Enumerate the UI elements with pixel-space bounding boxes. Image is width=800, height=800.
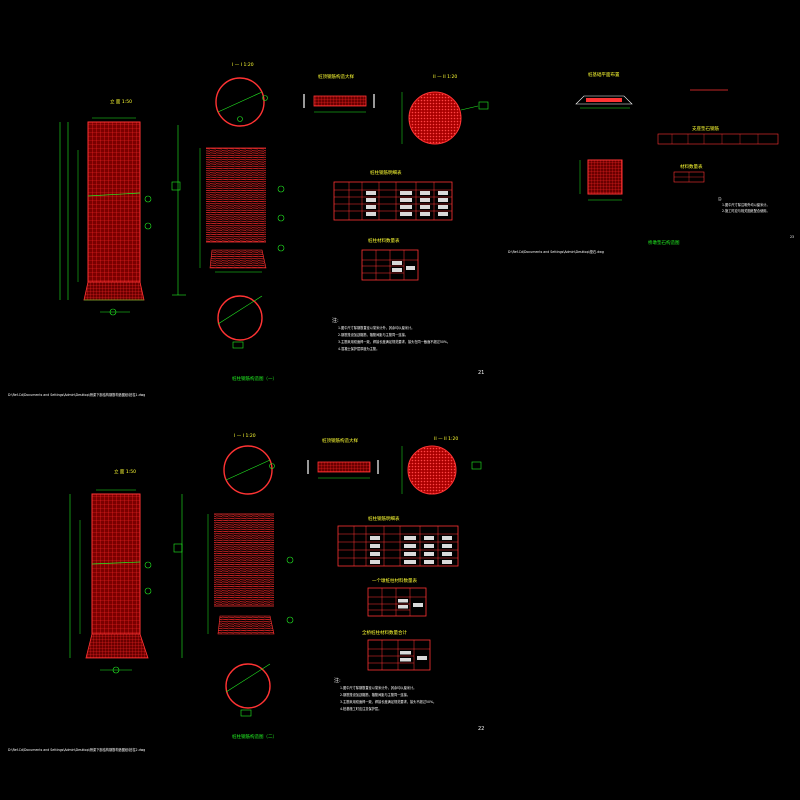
top-spiral-plan (217, 295, 263, 341)
bottom-pile-foot (85, 633, 149, 659)
bottom-note-4: 4.桩基施工时应注意保护层。 (340, 706, 381, 711)
top-section1-circle (215, 77, 265, 127)
bottom-notes: 注: 1.图中尺寸除钢筋直径以毫米计外，其余均以厘米计。 2.钢筋笼设加劲箍筋，… (334, 677, 436, 711)
bottom-sheet-title: 桩柱钢筋构造图（二） (232, 733, 277, 740)
top-note-1: 1.图中尺寸除钢筋直径以毫米计外，其余均以厘米计。 (338, 325, 414, 330)
top-section1-title: I — I 1:20 (232, 62, 254, 68)
right-note-1: 1.图中尺寸除注明外均以厘米计。 (722, 202, 770, 207)
bottom-spiral-plan (225, 663, 271, 709)
bottom-section2-circle (407, 445, 457, 495)
bottom-material-table-2 (367, 639, 431, 671)
top-detail-title: 桩顶钢筋构造大样 (318, 73, 354, 80)
bottom-page-no: 22 (478, 726, 484, 732)
right-material-table (673, 171, 705, 183)
right-rebar-table (657, 133, 779, 145)
bottom-note-3: 3.主筋采用双面焊一致，焊接长度满足规范要求，接头不超过50%。 (340, 699, 436, 704)
bottom-note-1: 1.图中尺寸除钢筋直径以毫米计外，其余均以厘米计。 (340, 685, 416, 690)
bottom-notes-head: 注: (334, 677, 341, 684)
right-title-b: 支座垫石钢筋 (692, 125, 719, 132)
bottom-table1-title: 桩柱钢筋明细表 (368, 515, 400, 522)
right-caption: 桥墩垫石构造图 (648, 239, 680, 246)
top-pile-elevation (87, 121, 141, 283)
bottom-detail-title: 桩顶钢筋构造大样 (322, 437, 358, 444)
bottom-path-text: D:\Ref-Cd\Documents and Settings\Admin\D… (8, 747, 145, 752)
bottom-note-2: 2.钢筋笼设加劲箍筋，箍筋间距与主筋同一连接。 (340, 692, 410, 697)
right-note-2: 2.施工时应与相关图纸配合使用。 (722, 208, 770, 213)
right-notes-head: 注: (718, 196, 722, 201)
right-cap-plan (587, 159, 623, 195)
top-pile-foot (83, 281, 145, 301)
bottom-table3-title: 全桥桩柱材料数量合计 (362, 629, 407, 636)
right-title-a: 桩基础平面布置 (588, 71, 620, 78)
bottom-table2-title: 一个墩桩柱材料数量表 (372, 577, 417, 584)
right-notes: 注: 1.图中尺寸除注明外均以厘米计。 2.施工时应与相关图纸配合使用。 (718, 196, 770, 213)
top-section2-title: II — II 1:20 (433, 74, 457, 80)
bottom-rebar-table (337, 525, 459, 567)
bottom-sheet: 立 面 1:50 I — I 1:20 桩顶钢筋构造大样 II — II 1:2… (8, 433, 484, 752)
top-note-4: 4.混凝土保护层厚度为主筋。 (338, 346, 379, 351)
bottom-spiral-detail (214, 514, 274, 606)
top-path-text: D:\Ref-Cd\Documents and Settings\Admin\D… (8, 392, 145, 397)
bottom-elevation-title: 立 面 1:50 (114, 468, 136, 475)
top-table1-title: 桩柱钢筋明细表 (370, 169, 402, 176)
right-path-text: D:\Ref-Cd\Documents and Settings\Admin\D… (508, 249, 604, 254)
top-table2-title: 桩柱材料数量表 (368, 237, 400, 244)
right-page-no: 23 (790, 235, 794, 239)
top-note-3: 3.主筋采用双面焊一致，焊接长度满足规范要求，接头在同一截面不超过50%。 (338, 339, 450, 344)
top-elevation-title: 立 面 1:50 (110, 98, 132, 105)
top-section2-circle (408, 91, 462, 145)
bottom-section2-title: II — II 1:20 (434, 436, 458, 442)
right-sheet: 桩基础平面布置 支座垫石钢筋 材料数量表 注: 1.图中尺寸除注明外均以厘米计。 (508, 71, 794, 254)
right-table-title: 材料数量表 (680, 163, 703, 170)
top-sheet: 立 面 1:50 I — I 1:20 (8, 62, 489, 397)
top-sheet-title: 桩柱钢筋构造图（一） (232, 375, 277, 382)
top-notes-head: 注: (332, 317, 339, 324)
top-rebar-table (333, 181, 453, 221)
bottom-section1-title: I — I 1:20 (234, 433, 256, 439)
top-notes: 注: 1.图中尺寸除钢筋直径以毫米计外，其余均以厘米计。 2.钢筋笼设加劲箍筋，… (332, 317, 450, 351)
top-material-table (361, 249, 419, 281)
top-note-2: 2.钢筋笼设加劲箍筋，箍筋间距与主筋同一连接。 (338, 332, 408, 337)
top-spiral-detail (206, 148, 266, 242)
top-page-no: 21 (478, 370, 484, 376)
bottom-section1-circle (223, 445, 273, 495)
bottom-material-table-1 (367, 587, 427, 617)
